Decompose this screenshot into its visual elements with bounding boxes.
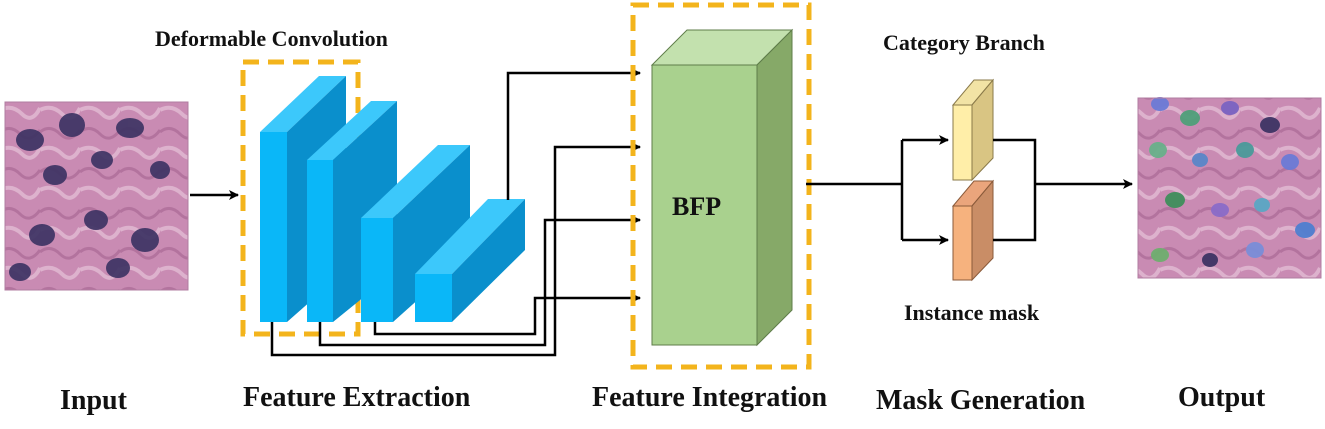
deformable-convolution-label: Deformable Convolution xyxy=(155,26,388,51)
category-branch-label: Category Branch xyxy=(883,30,1045,55)
output-nuclei xyxy=(1149,97,1315,267)
category-branch-block xyxy=(951,78,995,182)
stage-input-label: Input xyxy=(60,385,127,416)
bfp-label: BFP xyxy=(672,192,722,221)
conv-block-3 xyxy=(361,145,470,322)
stage-feature-extraction-label: Feature Extraction xyxy=(243,382,471,413)
extraction-connectors xyxy=(270,68,641,357)
instance-mask-block xyxy=(951,179,995,282)
feature-integration-box xyxy=(630,2,812,370)
instance-mask-label: Instance mask xyxy=(904,300,1040,325)
stage-feature-integration-label: Feature Integration xyxy=(592,382,828,413)
stage-output-label: Output xyxy=(1178,382,1266,413)
input-image xyxy=(4,101,189,291)
input-nuclei xyxy=(9,113,170,281)
conv-block-4 xyxy=(415,199,525,322)
branch-merge-line xyxy=(993,138,1037,242)
stage-mask-generation-label: Mask Generation xyxy=(876,385,1086,416)
output-image xyxy=(1137,97,1322,279)
bfp-block xyxy=(650,28,794,347)
